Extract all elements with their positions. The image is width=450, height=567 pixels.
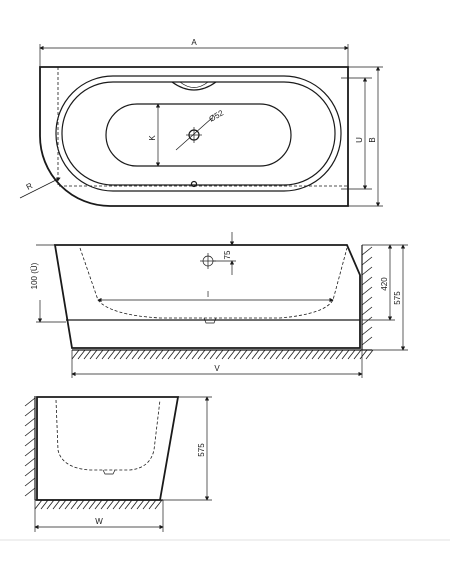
top-rim-inner-oval [61, 81, 336, 186]
top-view: Ø52 A U B K R [19, 38, 383, 207]
top-outer-outline [39, 66, 349, 207]
dim-a-label: A [191, 38, 197, 47]
drain-leader [175, 117, 213, 151]
dim-75-label: 75 [223, 250, 232, 259]
side-dim-575-label: 575 [197, 443, 206, 457]
front-inner-basin [79, 247, 348, 319]
dim-v-label: V [214, 364, 220, 373]
top-wall-line [57, 67, 348, 187]
side-wall-hatch [24, 397, 36, 497]
top-drain-small [190, 180, 198, 188]
side-floor-hatch [34, 499, 163, 510]
dim-k-label: K [148, 135, 157, 141]
dim-w-label: W [95, 517, 103, 526]
dim-u-label: U [355, 137, 364, 143]
side-drain [102, 469, 116, 475]
dim-r-leader [19, 177, 61, 199]
dim-420-label: 420 [380, 277, 389, 291]
side-view: 575 W [24, 396, 212, 532]
dim-575-label: 575 [393, 291, 402, 305]
dim-l-label: l [207, 290, 209, 299]
side-outer-outline [36, 396, 180, 501]
front-view: 75 l 100 (Ü) 420 57 [30, 232, 408, 378]
drain-diameter-label: Ø52 [208, 108, 226, 124]
top-rim-oval [55, 75, 342, 192]
dim-b-label: B [368, 137, 377, 142]
front-floor-hatch [71, 349, 374, 360]
side-inner-basin [55, 399, 161, 471]
front-wall-hatch [361, 246, 373, 346]
top-overflow-inner [179, 81, 209, 88]
front-outer-outline [53, 244, 361, 349]
dim-100-label: 100 (Ü) [30, 262, 39, 289]
top-overflow [171, 81, 217, 91]
front-drain [203, 317, 217, 324]
top-bottom-pan [105, 103, 292, 167]
dim-r-label: R [25, 181, 35, 192]
